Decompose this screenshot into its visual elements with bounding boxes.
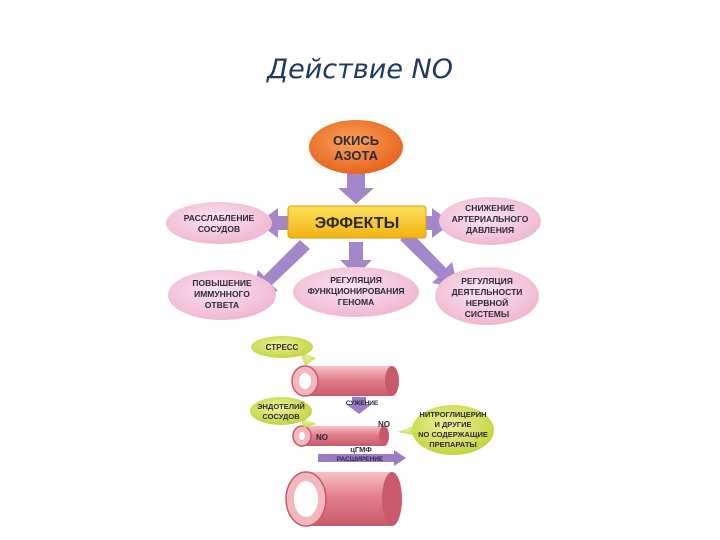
br-line-4: СИСТЕМЫ	[465, 309, 509, 319]
bl-line-1: ПОВЫШЕНИЕ	[192, 278, 252, 288]
nitro-line-3: NO СОДЕРЖАЩИЕ	[418, 430, 488, 439]
effects-box	[287, 205, 427, 239]
right-line-2: АРТЕРИАЛЬНОГО	[452, 214, 529, 224]
bc-line-1: РЕГУЛЯЦИЯ	[330, 275, 382, 285]
nitro-line-2: И ДРУГИЕ	[434, 420, 471, 429]
bl-line-2: ИММУННОГО	[194, 289, 250, 299]
br-line-1: РЕГУЛЯЦИЯ	[461, 276, 513, 286]
nervous-system-bubble	[435, 267, 539, 325]
narrowing-arrow	[346, 397, 372, 414]
vessel-1	[291, 365, 399, 397]
no-right-label: NO	[378, 420, 390, 429]
arrow-down-to-effects	[338, 170, 374, 204]
slide-title: Действие NO	[267, 54, 453, 85]
widening-label: РАСШИРЕНИЕ	[337, 456, 384, 463]
cgmp-label: цГМФ	[350, 445, 372, 454]
blood-pressure-bubble	[439, 197, 541, 245]
immune-bubble	[168, 270, 276, 320]
endothelium-callout: ЭНДОТЕЛИЙ СОСУДОВ	[250, 397, 316, 428]
arrow-left	[258, 208, 290, 238]
bc-line-3: ГЕНОМА	[338, 297, 374, 307]
nitro-line-1: НИТРОГЛИЦЕРИН	[419, 410, 486, 419]
br-line-2: ДЕЯТЕЛЬНОСТИ	[452, 287, 523, 297]
bl-line-3: ОТВЕТА	[205, 300, 239, 310]
widening-arrow	[318, 450, 406, 466]
left-line-1: РАССЛАБЛЕНИЕ	[184, 213, 255, 223]
nitroglycerin-callout: НИТРОГЛИЦЕРИН И ДРУГИЕ NO СОДЕРЖАЩИЕ ПРЕ…	[398, 405, 494, 455]
stress-label: СТРЕСС	[266, 343, 299, 352]
bc-line-2: ФУНКЦИОНИРОВАНИЯ	[307, 286, 404, 296]
stress-callout: СТРЕСС	[251, 336, 316, 366]
arrow-right	[420, 208, 452, 238]
no-left-label: NO	[316, 433, 328, 442]
genome-bubble	[293, 267, 419, 317]
nitro-line-4: ПРЕПАРАТЫ	[429, 440, 477, 449]
endothelium-line-2: СОСУДОВ	[262, 412, 300, 421]
narrowing-label: СУЖЕНИЕ	[346, 400, 379, 407]
endothelium-line-1: ЭНДОТЕЛИЙ	[257, 402, 305, 411]
center-line-2: АЗОТА	[334, 148, 379, 163]
vessel-3	[285, 471, 402, 527]
nitric-oxide-bubble	[309, 120, 403, 174]
center-line-1: ОКИСЬ	[333, 133, 379, 148]
arrow-bottom-right	[400, 231, 458, 288]
right-line-3: ДАВЛЕНИЯ	[466, 225, 514, 235]
vasodilation-bubble	[166, 202, 272, 244]
left-line-2: СОСУДОВ	[198, 224, 240, 234]
right-line-1: СНИЖЕНИЕ	[465, 203, 515, 213]
br-line-3: НЕРВНОЙ	[466, 297, 508, 308]
vessel-2	[292, 425, 389, 447]
effects-label: ЭФФЕКТЫ	[315, 215, 400, 232]
